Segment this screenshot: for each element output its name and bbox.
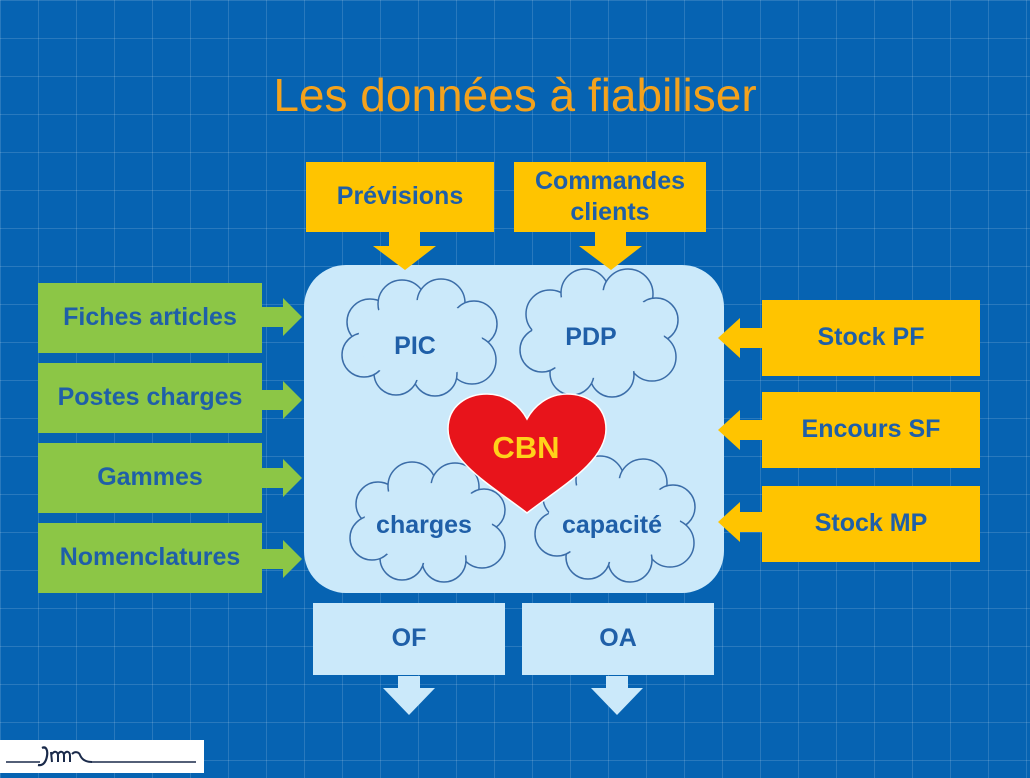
arrow-encours-sf — [718, 410, 762, 450]
input-gammes: Gammes — [38, 443, 262, 513]
page-title: Les données à fiabiliser — [273, 69, 757, 121]
heart-label-cbn: CBN — [492, 430, 560, 465]
input-encours-sf: Encours SF — [762, 392, 980, 468]
arrow-postes — [262, 381, 302, 419]
arrow-gammes — [262, 459, 302, 497]
signature-icon — [6, 746, 196, 767]
arrow-nomenclatures — [262, 540, 302, 578]
input-previsions: Prévisions — [306, 162, 494, 232]
input-stock-mp: Stock MP — [762, 486, 980, 562]
cloud-label-pic: PIC — [394, 332, 436, 360]
signature-logo — [0, 740, 204, 773]
input-postes-charges: Postes charges — [38, 363, 262, 433]
arrow-commandes — [579, 232, 642, 270]
output-oa: OA — [522, 603, 714, 675]
arrow-of — [383, 676, 435, 715]
arrow-stock-pf — [718, 318, 762, 358]
input-stock-pf: Stock PF — [762, 300, 980, 376]
cloud-label-pdp: PDP — [565, 323, 617, 351]
cloud-label-charges: charges — [376, 511, 472, 539]
arrow-oa — [591, 676, 643, 715]
input-commandes-clients: Commandes clients — [514, 162, 706, 232]
arrow-stock-mp — [718, 502, 762, 542]
arrow-fiches — [262, 298, 302, 336]
output-of: OF — [313, 603, 505, 675]
cloud-label-capacite: capacité — [561, 511, 663, 539]
arrow-previsions — [373, 232, 436, 270]
input-nomenclatures: Nomenclatures — [38, 523, 262, 593]
input-fiches-articles: Fiches articles — [38, 283, 262, 353]
heart-shape — [447, 393, 607, 514]
